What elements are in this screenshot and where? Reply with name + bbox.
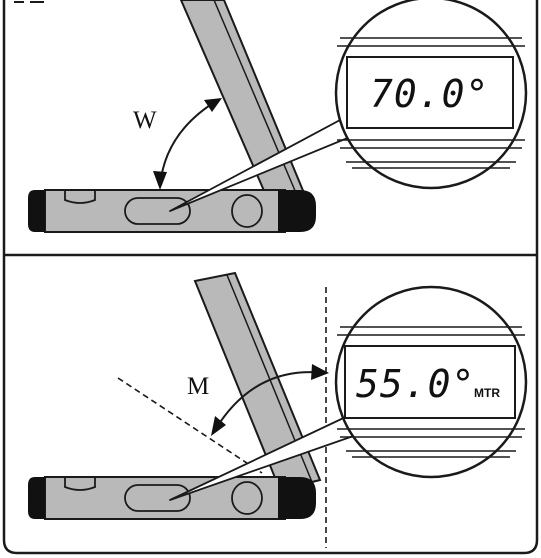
top-panel: W 70.0°	[28, 0, 528, 233]
top-round-vial	[231, 194, 263, 228]
top-angle-label: W	[133, 107, 157, 134]
bottom-lcd-reading: 55.0°	[356, 362, 475, 406]
bottom-arm	[193, 271, 322, 492]
bottom-round-vial	[231, 481, 263, 515]
bottom-lcd-display	[344, 345, 516, 419]
top-level-body	[28, 189, 316, 233]
bottom-level-body	[28, 476, 316, 520]
top-bubble-vial	[124, 197, 191, 225]
bottom-angle-arc	[214, 371, 326, 431]
bottom-arc-arrowhead-right	[311, 364, 329, 380]
bottom-bubble-vial	[124, 484, 191, 512]
top-angle-arc	[159, 99, 219, 187]
bottom-lcd-unit: MTR	[474, 386, 500, 400]
top-lcd-reading: 70.0°	[370, 72, 489, 116]
top-arc-arrowhead-top	[204, 98, 222, 112]
bottom-panel: M 55.0° MTR	[28, 271, 528, 548]
bottom-angle-label: M	[187, 373, 209, 400]
top-lcd-display	[346, 56, 514, 129]
top-magnifier: 70.0°	[334, 0, 528, 190]
bottom-magnifier: 55.0° MTR	[334, 285, 528, 479]
top-arc-arrowhead-bottom	[153, 171, 167, 190]
bottom-arc-arrowhead-left	[211, 416, 226, 436]
bottom-diagonal-reference-line	[117, 377, 263, 474]
